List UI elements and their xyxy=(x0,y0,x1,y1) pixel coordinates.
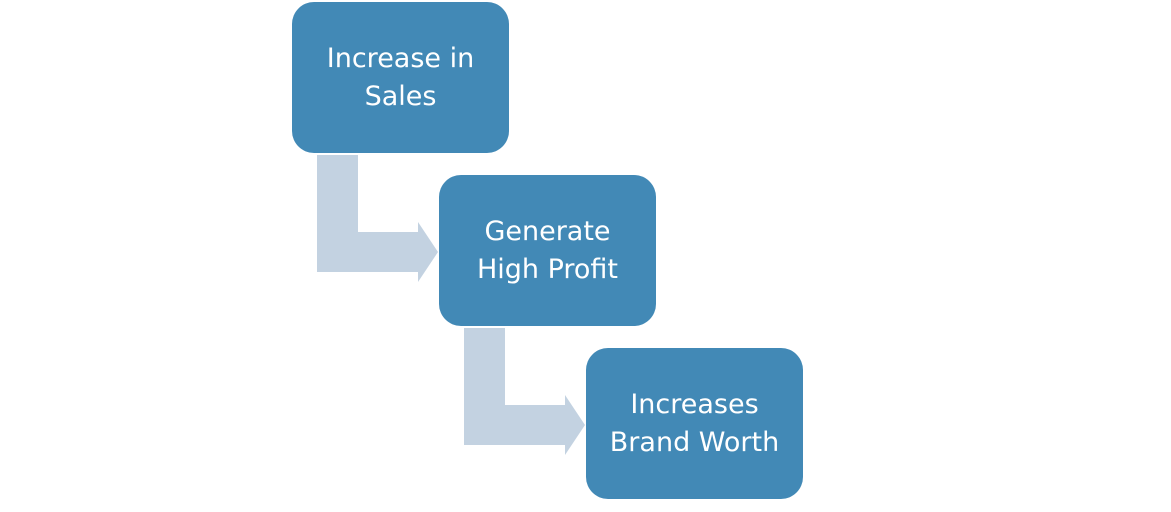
bent-arrow-icon xyxy=(317,155,438,282)
step-box-increase-in-sales: Increase in Sales xyxy=(292,2,509,153)
step-box-generate-high-profit: Generate High Profit xyxy=(439,175,656,326)
step-label: Increases Brand Worth xyxy=(609,388,780,458)
bent-arrow-icon xyxy=(464,328,585,455)
step-label: Increase in Sales xyxy=(326,42,475,112)
step-box-increases-brand-worth: Increases Brand Worth xyxy=(586,348,803,499)
step-label: Generate High Profit xyxy=(476,215,619,285)
